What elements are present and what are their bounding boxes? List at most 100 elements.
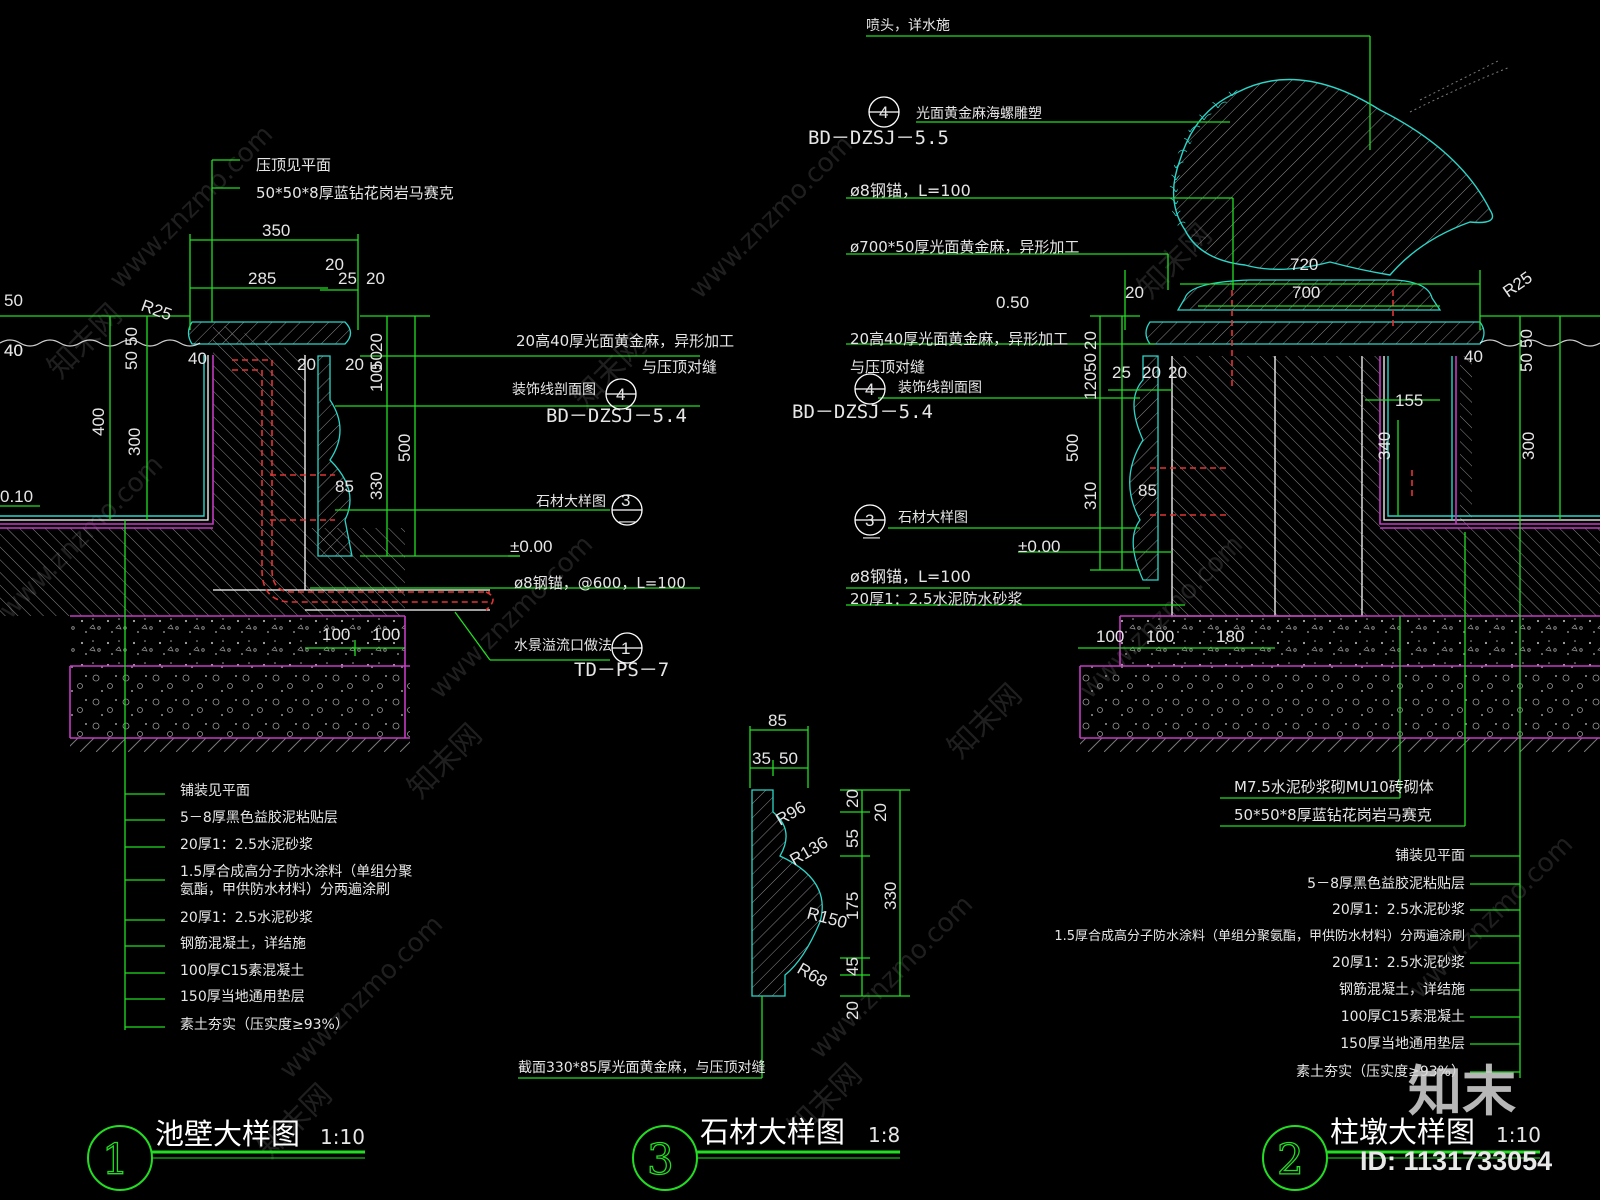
- layer-label: 素土夯实（压实度≥93%）: [1296, 1064, 1465, 1080]
- dim-text: 350: [262, 221, 290, 240]
- dim-text: 100: [322, 625, 350, 644]
- layer-label: 20厚1：2.5水泥砂浆: [1332, 955, 1465, 971]
- layer-label: 钢筋混凝土，详结施: [180, 935, 306, 952]
- dim-text: 340: [1375, 432, 1394, 460]
- dim-text: 330: [881, 882, 900, 910]
- layer-label: 5－8厚黑色益胶泥粘贴层: [1307, 875, 1465, 892]
- pier-coping: [1145, 321, 1485, 345]
- watermark-id: ID: 1131733054: [1360, 1146, 1552, 1176]
- dim-text: 50: [4, 291, 23, 310]
- coping-stone: [187, 321, 352, 345]
- watermark-logo: 知末: [1408, 1060, 1516, 1123]
- layer-label: 150厚当地通用垫层: [180, 989, 305, 1005]
- disc-base: [1176, 279, 1442, 311]
- title-pier: 柱墩大样图: [1330, 1115, 1475, 1149]
- gravel-layer: [1080, 666, 1600, 738]
- c15-layer: [1120, 616, 1600, 666]
- ref-number: 3: [865, 511, 874, 530]
- detail-3-stone: 85 35 50 R96 R136 R150 R68 20 55 175 45 …: [518, 711, 910, 1191]
- title-number: 1: [102, 1135, 129, 1184]
- dim-text: 50: [1517, 329, 1536, 348]
- label-coping: 压顶见平面: [256, 156, 331, 174]
- label-stone-detail: 石材大样图: [536, 494, 606, 510]
- dim-text: 300: [1519, 432, 1538, 460]
- dim-text: R25: [139, 296, 175, 325]
- label-stone-line: 20高40厚光面黄金麻，异形加工: [850, 330, 1068, 348]
- layer-label: 素土夯实（压实度≥93%）: [180, 1017, 349, 1033]
- elevation-mark: ±0.00: [1018, 537, 1060, 556]
- label-disc: ø700*50厚光面黄金麻，异形加工: [850, 238, 1079, 256]
- ref-number: 4: [879, 103, 888, 122]
- label-sculpture: 光面黄金麻海螺雕塑: [916, 105, 1042, 122]
- dim-text: 400: [89, 408, 108, 436]
- dim-text: 100: [372, 625, 400, 644]
- dim-text: 20: [297, 355, 316, 374]
- dim-text: R68: [794, 959, 831, 991]
- ref-number: 3: [621, 491, 630, 510]
- dim-text: 40: [4, 341, 23, 360]
- dim-text: 0.10: [0, 487, 33, 506]
- label-decor-section: 装饰线剖面图: [898, 380, 982, 396]
- dim-text: 100: [1096, 627, 1124, 646]
- dim-text: 300: [125, 428, 144, 456]
- layer-label: 氨酯，甲供防水材料）分两遍涂刷: [180, 882, 390, 898]
- layer-label: 150厚当地通用垫层: [1340, 1036, 1465, 1052]
- label-align: 与压顶对缝: [642, 358, 717, 376]
- label-overflow: 水景溢流口做法: [514, 638, 612, 654]
- decor-stone: [317, 355, 353, 557]
- dim-text: 25: [338, 269, 357, 288]
- dim-text: 20: [843, 1001, 862, 1020]
- dim-text: 310: [1081, 482, 1100, 510]
- dim-text: 50: [367, 351, 386, 370]
- pier-body: [1172, 356, 1362, 616]
- right-wall: [1362, 356, 1600, 616]
- dim-text: 100: [1146, 627, 1174, 646]
- dim-text: 85: [1138, 481, 1157, 500]
- label-anchor: ø8钢锚，@600，L=100: [514, 574, 686, 592]
- soil-layer: [70, 738, 410, 752]
- ref-number: 1: [621, 639, 630, 658]
- dim-text: 50: [1081, 353, 1100, 372]
- dim-text: 50: [1517, 353, 1536, 372]
- pool-wall: [213, 322, 305, 528]
- label-mosaic: 50*50*8厚蓝钻花岗岩马赛克: [1234, 806, 1432, 824]
- layer-label: 铺装见平面: [180, 783, 250, 799]
- dim-text: 20: [1168, 363, 1187, 382]
- watermark-cn: 知末网: [401, 717, 489, 805]
- dim-text: 500: [395, 434, 414, 462]
- label-stone-section: 截面330*85厚光面黄金麻，与压顶对缝: [518, 1059, 766, 1076]
- label-anchor-2: ø8钢锚，L=100: [850, 567, 971, 586]
- dim-text: 85: [768, 711, 787, 730]
- dim-text: 0.50: [996, 293, 1029, 312]
- dim-text: R136: [787, 833, 832, 870]
- layer-label: 1.5厚合成高分子防水涂料（单组分聚: [180, 863, 412, 880]
- detail-1-pool-wall: 压顶见平面 50*50*8厚蓝钻花岗岩马赛克 350 285 20 25 20 …: [0, 156, 734, 1191]
- dim-text: 40: [188, 349, 207, 368]
- layer-label: 20厚1：2.5水泥砂浆: [180, 910, 313, 926]
- label-stone-detail: 石材大样图: [898, 510, 968, 526]
- ref-number: 4: [616, 385, 625, 404]
- label-decor-section: 装饰线剖面图: [512, 382, 596, 398]
- gravel-layer: [70, 666, 410, 738]
- dim-text: 55: [843, 829, 862, 848]
- dim-text: 100: [367, 364, 386, 392]
- stone-profile: [751, 789, 823, 997]
- layer-label: 100厚C15素混凝土: [180, 963, 304, 979]
- dim-text: 20: [1125, 283, 1144, 302]
- layer-label: 100厚C15素混凝土: [1341, 1009, 1465, 1025]
- dim-text: 25: [1112, 363, 1131, 382]
- dim-text: 500: [1063, 434, 1082, 462]
- dim-text: 285: [248, 269, 276, 288]
- detail-2-pier: 喷头，详水施 4 光面黄金麻海螺雕塑 BD－DZSJ－5.5 ø8钢锚，L=10…: [792, 18, 1600, 1191]
- dim-text: 20: [325, 255, 344, 274]
- dim-text: 20: [366, 269, 385, 288]
- dim-text: 720: [1290, 255, 1318, 274]
- watermark-text: www.znzmo.com: [684, 130, 859, 305]
- label-brick: M7.5水泥砂浆砌MU10砖砌体: [1234, 778, 1434, 796]
- dim-text: 120: [1081, 372, 1100, 400]
- dim-text: 155: [1395, 391, 1423, 410]
- elevation-mark: ±0.00: [510, 537, 552, 556]
- title-number: 2: [1277, 1135, 1304, 1184]
- title-scale: 1:8: [868, 1123, 900, 1147]
